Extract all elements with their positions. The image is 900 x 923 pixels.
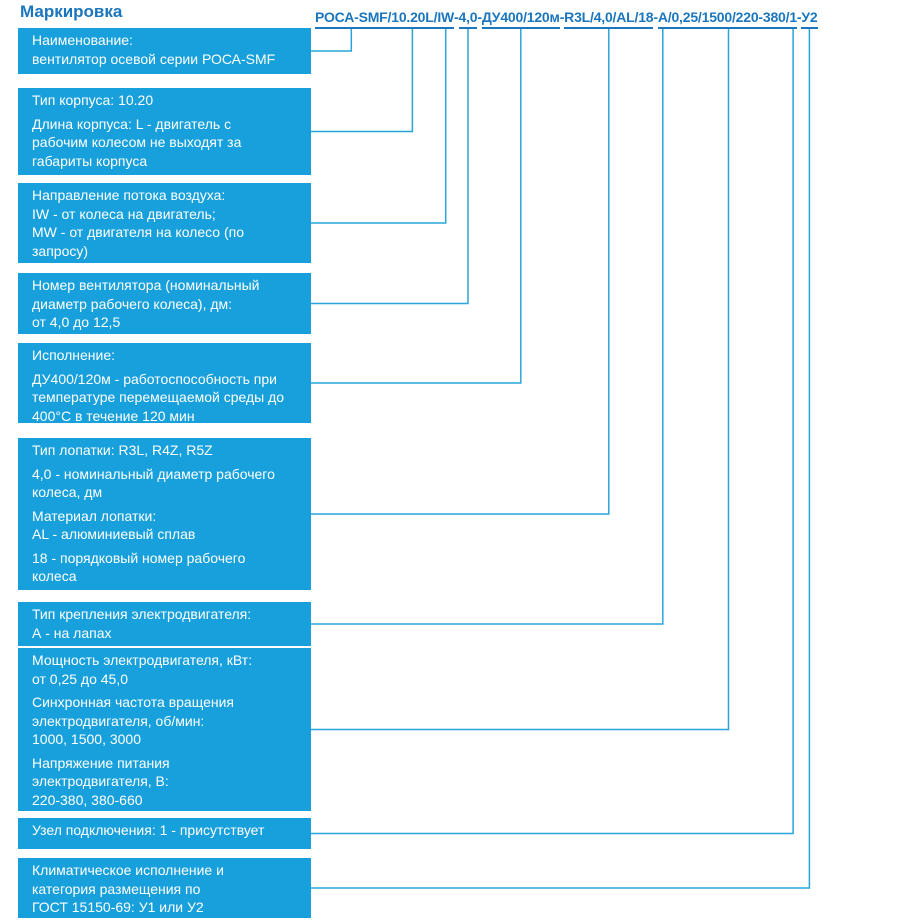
code-separator: - (477, 9, 482, 25)
code-segment-connection: 1 (789, 9, 797, 29)
label-box-series-name: Наименование: вентилятор осевой серии РО… (18, 28, 311, 74)
label-text: Климатическое исполнение и категория раз… (32, 862, 224, 915)
page-title: Маркировка (20, 2, 123, 21)
code-segment-series: РОСА-SMF (315, 9, 388, 29)
code-separator: / (387, 9, 391, 29)
code-separator: - (653, 9, 658, 25)
code-separator: - (796, 9, 802, 25)
label-box-airflow-direction: Направление потока воздуха: IW - от коле… (18, 183, 311, 263)
product-code: РОСА-SMF/10.20L/IW-4,0-ДУ400/120м-R3L/4,… (315, 9, 818, 29)
label-text: Мощность электродвигателя, кВт: от 0,25 … (32, 652, 253, 687)
code-segment-airflow: IW (437, 9, 454, 29)
code-separator: / (433, 9, 438, 29)
label-box-blade: Тип лопатки: R3L, R4Z, R5Z 4,0 - номинал… (18, 438, 311, 590)
code-segment-fan-number: 4,0 (458, 9, 478, 29)
label-box-climatic: Климатическое исполнение и категория раз… (18, 858, 311, 918)
label-text: ДУ400/120м - работоспособность при темпе… (32, 370, 285, 424)
label-text: Тип крепления электродвигателя: А - на л… (32, 606, 252, 641)
label-text: 4,0 - номинальный диаметр рабочего колес… (32, 465, 275, 501)
label-box-fan-number: Номер вентилятора (номинальный диаметр р… (18, 273, 311, 334)
code-separator: / (785, 9, 790, 29)
code-segment-design: ДУ400/120м (481, 9, 560, 29)
code-segment-mounting: А (657, 9, 668, 29)
code-segment-climatic: У2 (801, 9, 818, 29)
label-text: Узел подключения: 1 - присутствует (32, 822, 265, 838)
label-box-motor-mounting: Тип крепления электродвигателя: А - на л… (18, 602, 311, 646)
code-separator: / (667, 9, 672, 29)
label-text: Синхронная частота вращения электродвига… (32, 694, 234, 747)
label-text: Исполнение: (32, 347, 116, 363)
code-segment-blade: R3L/4,0/AL/18 (564, 9, 654, 29)
label-box-housing: Тип корпуса: 10.20 Длина корпуса: L - дв… (18, 88, 311, 175)
label-box-design: Исполнение: ДУ400/120м - работоспособнос… (18, 343, 311, 424)
label-text: Напряжение питания электродвигателя, В: … (32, 754, 170, 808)
label-text: Тип корпуса: 10.20 (32, 92, 154, 108)
label-box-connection-unit: Узел подключения: 1 - присутствует (18, 818, 311, 849)
label-text: Длина корпуса: L - двигатель с рабочим к… (32, 115, 242, 169)
code-segment-housing: 10.20L (391, 9, 434, 29)
code-separator: - (559, 9, 565, 25)
code-segment-motor: 0,25/1500/220-380 (671, 9, 786, 29)
label-text: Наименование: вентилятор осевой серии РО… (32, 32, 276, 67)
code-separator: - (454, 9, 459, 25)
label-text: Номер вентилятора (номинальный диаметр р… (32, 277, 260, 330)
label-text: 18 - порядковый номер рабочего колеса (32, 549, 246, 585)
label-text: Направление потока воздуха: IW - от коле… (32, 187, 245, 259)
label-box-motor-power: Мощность электродвигателя, кВт: от 0,25 … (18, 648, 311, 811)
label-text: Материал лопатки: AL - алюминиевый сплав (32, 507, 196, 543)
label-text: Тип лопатки: R3L, R4Z, R5Z (32, 442, 213, 458)
